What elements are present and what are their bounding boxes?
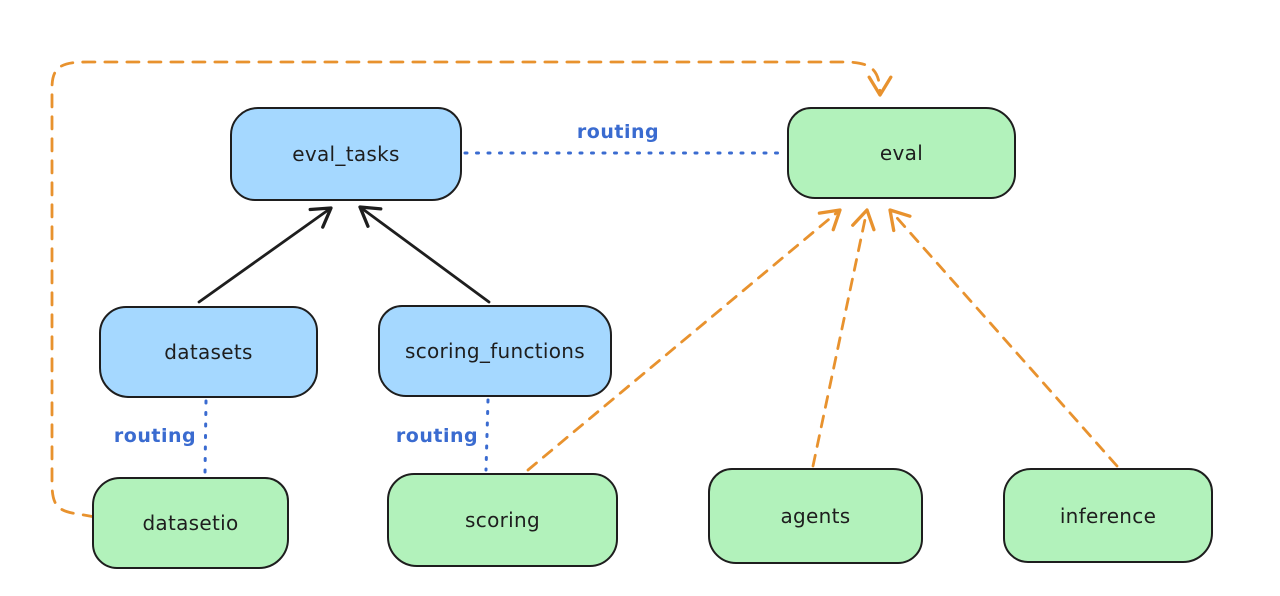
- edge-scoring_functions-to-scoring-routing: [484, 398, 490, 472]
- routing-label-scoring-functions-scoring: routing: [395, 425, 479, 447]
- node-eval-tasks-label: eval_tasks: [292, 142, 400, 166]
- edge-datasets-to-eval_tasks: [197, 206, 333, 304]
- node-scoring-label: scoring: [465, 508, 540, 532]
- node-inference-label: inference: [1059, 503, 1157, 528]
- edge-datasetio-to-eval: [50, 60, 893, 519]
- node-datasetio-label: datasetio: [142, 511, 239, 535]
- routing-label-datasets-datasetio: routing: [113, 425, 197, 447]
- routing-label-eval-tasks-eval: routing: [576, 121, 660, 143]
- edge-datasets-to-datasetio-routing: [203, 399, 208, 476]
- node-inference: inference: [1003, 468, 1213, 563]
- node-agents-label: agents: [780, 504, 851, 528]
- node-agents: agents: [708, 468, 923, 564]
- node-eval-label: eval: [879, 141, 924, 165]
- node-scoring-functions: scoring_functions: [378, 305, 612, 397]
- edge-scoring_functions-to-eval_tasks: [358, 205, 491, 304]
- node-scoring-functions-label: scoring_functions: [404, 339, 586, 363]
- node-datasetio: datasetio: [92, 477, 289, 569]
- node-datasets-label: datasets: [164, 340, 253, 364]
- node-scoring: scoring: [387, 473, 618, 567]
- edge-inference-to-eval: [888, 208, 1119, 468]
- edge-agents-to-eval: [811, 208, 876, 468]
- node-eval: eval: [787, 107, 1016, 199]
- node-eval-tasks: eval_tasks: [230, 107, 462, 201]
- node-datasets: datasets: [99, 306, 318, 398]
